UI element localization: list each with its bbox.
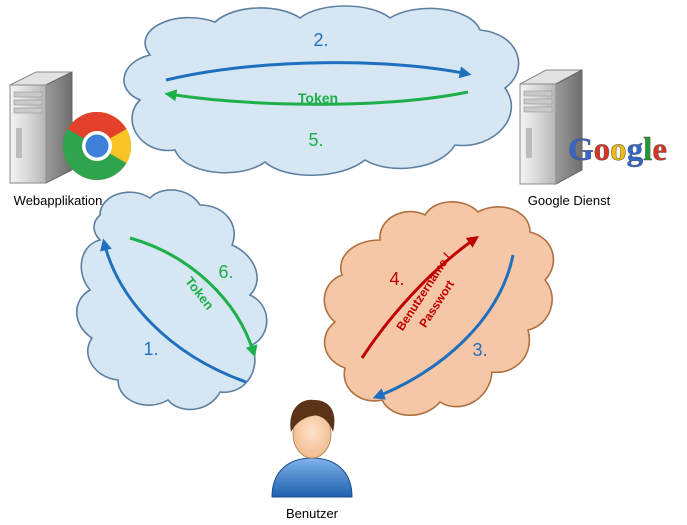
user-icon: [271, 399, 353, 498]
google-logo-letter: l: [643, 132, 652, 168]
google-logo: Google: [568, 132, 667, 168]
google-label: Google Dienst: [528, 193, 611, 208]
webapp-server-icon: [9, 71, 73, 184]
arrow-step-4: [360, 235, 479, 359]
google-logo-letter: o: [610, 132, 627, 168]
cloud-top: [123, 5, 520, 177]
chrome-icon: [63, 112, 131, 180]
arrow-step-3: [372, 254, 515, 400]
webapp-label: Webapplikation: [14, 193, 103, 208]
cloud-right: [323, 201, 555, 416]
step-label-6: 6.: [218, 262, 233, 282]
cloud-left: [76, 189, 268, 411]
google-logo-letter: e: [652, 132, 667, 168]
step-label-4: 4.: [389, 269, 404, 289]
google-logo-letter: o: [594, 132, 611, 168]
arrow-step-2: [165, 61, 472, 82]
google-logo-letter: G: [568, 132, 594, 168]
google-logo-letter: g: [627, 132, 644, 168]
step-label-5: 5.: [308, 130, 323, 150]
step-label-3: 3.: [472, 340, 487, 360]
step-label-2: 2.: [313, 30, 328, 50]
step-label-1: 1.: [143, 339, 158, 359]
user-label: Benutzer: [286, 506, 339, 521]
arrow-step-6: [129, 236, 258, 358]
google-server-icon: [519, 69, 583, 185]
arrow-step-5: [164, 89, 469, 106]
token-label-top: Token: [298, 90, 338, 106]
arrow-step-1: [100, 238, 247, 384]
